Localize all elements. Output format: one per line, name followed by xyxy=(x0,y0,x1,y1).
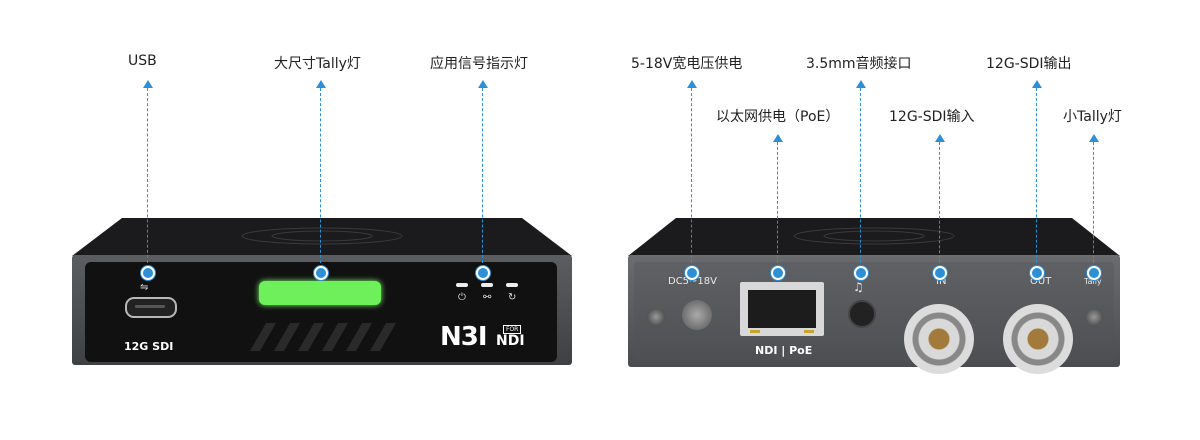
callout-label: 大尺寸Tally灯 xyxy=(274,56,361,72)
callout-dot xyxy=(1030,266,1044,280)
leader-line xyxy=(860,88,861,268)
leader-line xyxy=(147,88,148,268)
arrow-up-icon xyxy=(1032,80,1042,88)
arrow-up-icon xyxy=(935,134,945,142)
screw xyxy=(647,308,665,326)
large-tally-light xyxy=(259,281,381,305)
headphone-icon: ♫ xyxy=(853,280,864,294)
leader-line xyxy=(691,88,692,268)
audio-jack xyxy=(848,300,876,328)
usb-c-port xyxy=(125,297,177,318)
link-icon: ⚯ xyxy=(483,292,492,303)
dc-label: DC5~18V xyxy=(668,276,717,287)
arrow-up-icon xyxy=(687,80,697,88)
callout-dot xyxy=(854,266,868,280)
sync-icon: ↻ xyxy=(508,292,517,303)
logo-ndi: NDI xyxy=(496,333,525,349)
callout-dot xyxy=(1087,266,1101,280)
arrow-up-icon xyxy=(316,80,326,88)
front-device-top xyxy=(72,218,572,256)
callout-dot xyxy=(476,266,490,280)
leader-line xyxy=(482,88,483,268)
tally-label: Tally xyxy=(1084,277,1102,286)
callout-dot xyxy=(933,266,947,280)
leader-line xyxy=(939,142,940,268)
callout-label: 12G-SDI输入 xyxy=(889,109,975,125)
callout-label: 以太网供电（PoE） xyxy=(716,109,840,125)
callout-dot xyxy=(771,266,785,280)
bnc-out-connector xyxy=(1003,304,1073,374)
callout-label: USB xyxy=(128,53,157,69)
callout-label: 12G-SDI输出 xyxy=(986,56,1072,72)
brand-12g-sdi: 12G SDI xyxy=(124,340,174,353)
callout-label: 应用信号指示灯 xyxy=(430,56,528,72)
logo-n3: N3I xyxy=(440,322,488,352)
arrow-up-icon xyxy=(856,80,866,88)
ethernet-port xyxy=(740,282,824,336)
status-led xyxy=(481,283,493,287)
status-led xyxy=(506,283,518,287)
sdi-in-label: IN xyxy=(936,276,947,287)
callout-label: 5-18V宽电压供电 xyxy=(631,56,743,72)
callout-dot xyxy=(141,266,155,280)
power-icon: ⏻ xyxy=(458,292,466,303)
callout-dot xyxy=(314,266,328,280)
arrow-up-icon xyxy=(773,134,783,142)
leader-line xyxy=(777,142,778,268)
rear-device-top xyxy=(628,218,1120,256)
arrow-up-icon xyxy=(478,80,488,88)
leader-line xyxy=(1036,88,1037,268)
status-led xyxy=(456,283,468,287)
callout-dot xyxy=(685,266,699,280)
usb-icon: ⇋ xyxy=(140,282,149,293)
leader-line xyxy=(1093,142,1094,268)
logo-for: FOR xyxy=(503,325,522,334)
sdi-out-label: OUT xyxy=(1030,276,1052,287)
callout-label: 小Tally灯 xyxy=(1063,109,1122,125)
leader-line xyxy=(320,88,321,268)
arrow-up-icon xyxy=(143,80,153,88)
ndi-poe-label: NDI | PoE xyxy=(755,344,813,357)
dc-power-port xyxy=(682,300,712,330)
arrow-up-icon xyxy=(1089,134,1099,142)
screw xyxy=(1085,308,1103,326)
callout-label: 3.5mm音频接口 xyxy=(806,56,912,72)
bnc-in-connector xyxy=(904,304,974,374)
